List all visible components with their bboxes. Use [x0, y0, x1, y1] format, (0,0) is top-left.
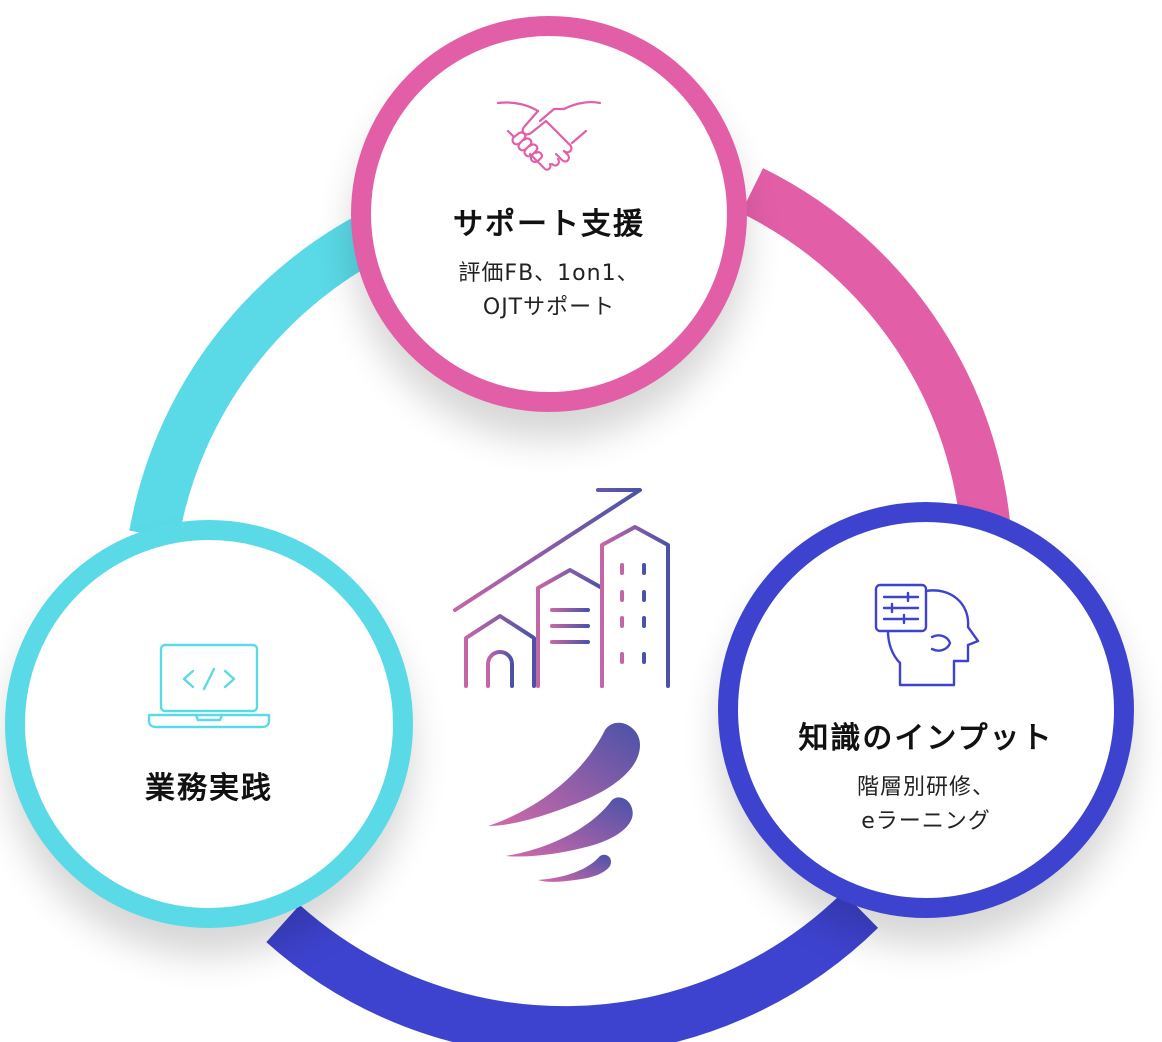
- support-node: サポート支援 評価FB、1on1、 OJTサポート: [351, 16, 747, 412]
- brand-logo-icon: [488, 722, 640, 882]
- support-description-line1: 評価FB、1on1、: [458, 261, 640, 286]
- handshake-icon: [496, 101, 602, 171]
- head-settings-icon: [874, 583, 980, 687]
- knowledge-description: 階層別研修、 eラーニング: [857, 771, 995, 839]
- knowledge-node: 知識のインプット 階層別研修、 eラーニング: [718, 502, 1134, 918]
- laptop-code-icon: [147, 643, 271, 729]
- knowledge-description-line1: 階層別研修、: [856, 775, 995, 800]
- practice-node: 業務実践: [5, 520, 413, 928]
- knowledge-description-line2: eラーニング: [861, 809, 991, 834]
- support-description-line2: OJTサポート: [482, 295, 616, 320]
- growth-buildings-icon: [450, 488, 680, 690]
- practice-title: 業務実践: [145, 771, 273, 806]
- support-title: サポート支援: [453, 207, 645, 242]
- ring-arc-knowledge-to-practice: [266, 892, 879, 1042]
- knowledge-title: 知識のインプット: [798, 721, 1054, 756]
- ring-arc-practice-to-support: [129, 204, 399, 540]
- support-description: 評価FB、1on1、 OJTサポート: [458, 257, 639, 325]
